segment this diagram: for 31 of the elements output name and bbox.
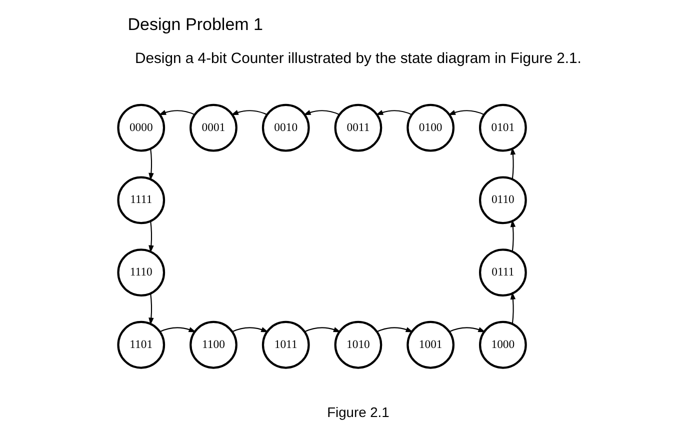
arrow	[448, 327, 486, 332]
node-circle: 1110	[116, 248, 165, 296]
node-circle: 0010	[261, 104, 310, 152]
arrow	[158, 110, 194, 116]
node-circle: 1111	[116, 176, 165, 224]
node-circle: 1001	[406, 320, 454, 369]
node-circle: 1101	[116, 320, 165, 369]
node-circle: 1000	[478, 320, 526, 369]
arrow	[510, 292, 516, 324]
caption: Figure 2.1	[326, 404, 389, 420]
node-circle: 0101	[478, 104, 526, 152]
arrow	[148, 148, 154, 180]
arrow	[510, 147, 516, 179]
arrow	[375, 110, 412, 116]
arrow	[148, 293, 154, 326]
label: Design a 4-bit Counter illustrated by the state diagram in Figure 2.1.	[134, 51, 581, 68]
arrow	[304, 327, 340, 332]
node-circle: 0011	[334, 104, 382, 152]
arrow	[448, 110, 484, 116]
arrow	[510, 220, 516, 252]
node-circle: 0110	[478, 176, 526, 224]
arrow	[232, 327, 268, 332]
diagram-title: Design Problem 1	[127, 15, 263, 34]
node-circle: 1100	[189, 320, 237, 369]
arrow	[230, 110, 267, 116]
arrow	[376, 327, 413, 332]
arrow	[159, 327, 196, 332]
arrow	[302, 110, 340, 116]
node-circle: 0111	[478, 248, 526, 296]
arrow	[148, 221, 154, 253]
node-circle: 0001	[189, 104, 237, 152]
